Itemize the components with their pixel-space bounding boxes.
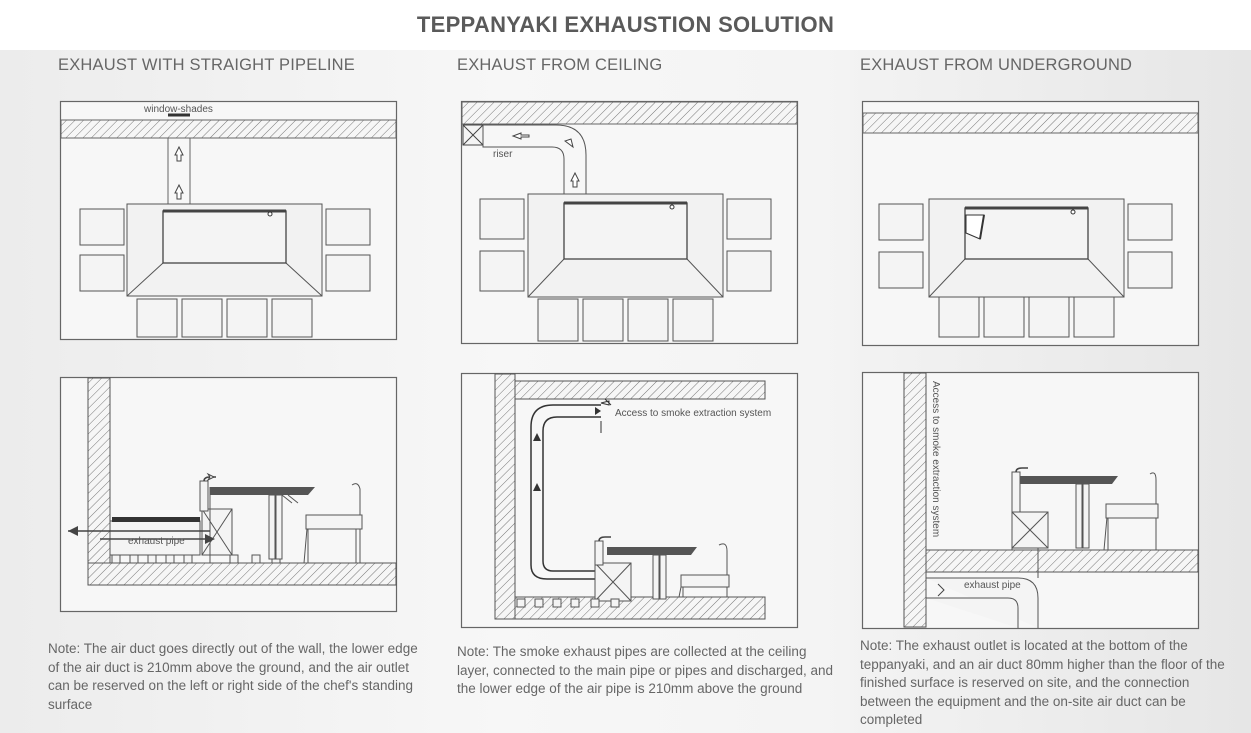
arrow-left-icon [511, 132, 530, 140]
column-1-heading: EXHAUST WITH STRAIGHT PIPELINE [58, 56, 355, 74]
plan-diagram-straight-pipeline: window-shades [59, 100, 398, 341]
section-diagram-underground: exhaust pipe Access to smoke extraction … [861, 371, 1200, 630]
arrow-up-icon [570, 171, 580, 188]
note-underground: Note: The exhaust outlet is located at t… [860, 638, 1225, 728]
column-3-heading: EXHAUST FROM UNDERGROUND [860, 56, 1133, 74]
section-diagram-ceiling: Access to smoke extraction system [460, 372, 799, 629]
arrow-left-icon [68, 526, 78, 536]
arrow-up-icon [533, 483, 541, 491]
arrow-up-icon [174, 145, 184, 162]
plan-diagram-underground [861, 100, 1200, 347]
note-straight-pipeline: Note: The air duct goes directly out of … [48, 641, 418, 712]
section-diagram-straight-pipeline: exhaust pipe [59, 376, 398, 613]
arrow-up-icon [174, 183, 184, 200]
smoke-extraction-label: Access to smoke extraction system [615, 408, 771, 419]
arrow-right-icon [205, 534, 215, 544]
window-shades-label: window-shades [143, 104, 213, 115]
exhaust-pipe-label: exhaust pipe [128, 536, 185, 547]
arrow-up-icon [533, 433, 541, 441]
page-title: TEPPANYAKI EXHAUSTION SOLUTION [0, 0, 1251, 50]
plan-diagram-ceiling: riser [460, 100, 799, 345]
smoke-extraction-label: Access to smoke extraction system [930, 381, 941, 537]
note-ceiling: Note: The smoke exhaust pipes are collec… [457, 644, 834, 697]
exhaust-pipe-label: exhaust pipe [964, 580, 1021, 591]
arrow-diagonal-icon [563, 138, 574, 149]
riser-label: riser [493, 149, 513, 160]
column-2-heading: EXHAUST FROM CEILING [457, 56, 663, 74]
